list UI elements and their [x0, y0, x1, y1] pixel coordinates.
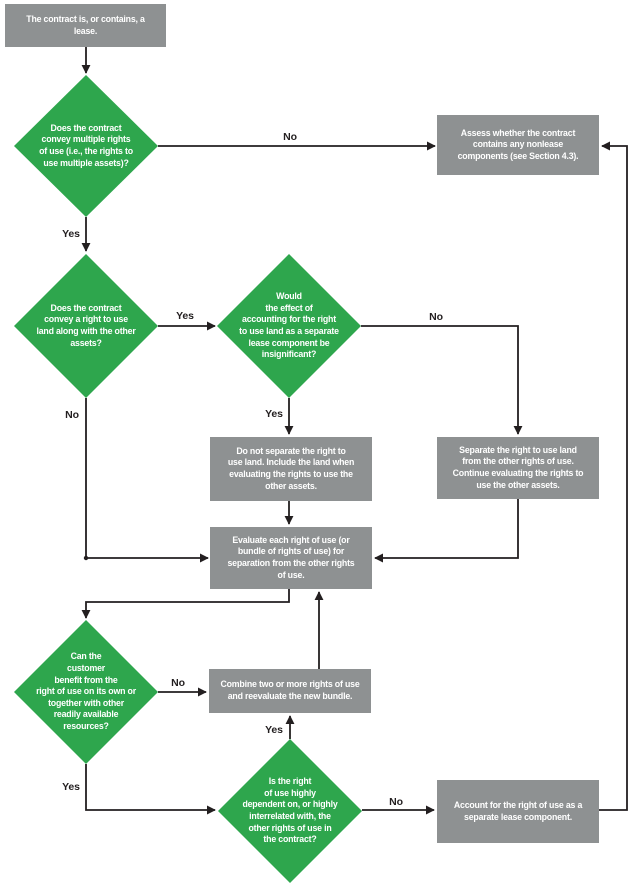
edge-label-insignificant-no: No	[429, 311, 443, 323]
node-start: The contract is, or contains, a lease.	[5, 4, 166, 47]
connector-junction-dot	[83, 555, 89, 561]
node-question-multiple-rights-text: Does the contract convey multiple rights…	[39, 122, 133, 168]
edge-label-highly-dependent-no: No	[389, 796, 403, 808]
node-separate-land-text: Separate the right to use land from the …	[452, 444, 584, 490]
node-account-separate-text: Account for the right of use as a separa…	[453, 799, 583, 822]
edge-label-customer-benefit-no: No	[171, 677, 185, 689]
node-combine-rights: Combine two or more rights of use and re…	[209, 669, 371, 713]
connector-separate-to-evaluate	[374, 499, 519, 563]
edge-label-land-no: No	[65, 409, 79, 421]
node-question-customer-benefit-text: Can the customer benefit from the right …	[36, 651, 136, 731]
edge-label-land-yes: Yes	[176, 310, 194, 322]
connector-account-to-assess	[599, 141, 628, 811]
node-assess-nonlease: Assess whether the contract contains any…	[437, 115, 599, 175]
edge-label-insignificant-yes: Yes	[265, 408, 283, 420]
edge-label-multiple-rights-no: No	[283, 131, 297, 143]
node-assess-nonlease-text: Assess whether the contract contains any…	[457, 127, 579, 161]
node-question-land-insignificant-text: Would the effect of accounting for the r…	[239, 291, 339, 360]
node-question-land-text: Does the contract convey a right to use …	[36, 302, 136, 348]
node-do-not-separate-land: Do not separate the right to use land. I…	[210, 437, 372, 501]
edge-label-multiple-rights-yes: Yes	[62, 228, 80, 240]
node-evaluate-each-right: Evaluate each right of use (or bundle of…	[210, 527, 372, 589]
node-combine-rights-text: Combine two or more rights of use and re…	[220, 679, 360, 701]
edge-label-customer-benefit-yes: Yes	[62, 781, 80, 793]
edge-label-highly-dependent-yes: Yes	[265, 724, 283, 736]
connector-insignificant-no-to-separate	[361, 325, 523, 435]
connector-customer-benefit-yes-to-highly-dependent	[85, 764, 216, 815]
connector-evaluate-to-customer-benefit	[81, 589, 290, 619]
node-separate-land: Separate the right to use land from the …	[437, 437, 599, 499]
node-evaluate-each-right-text: Evaluate each right of use (or bundle of…	[227, 534, 355, 580]
node-account-separate: Account for the right of use as a separa…	[437, 780, 599, 843]
node-do-not-separate-land-text: Do not separate the right to use land. I…	[227, 445, 355, 491]
node-start-text: The contract is, or contains, a lease.	[26, 13, 145, 36]
connector-land-no-to-evaluate	[85, 398, 209, 563]
node-question-highly-dependent-text: Is the right of use highly dependent on,…	[242, 776, 338, 845]
